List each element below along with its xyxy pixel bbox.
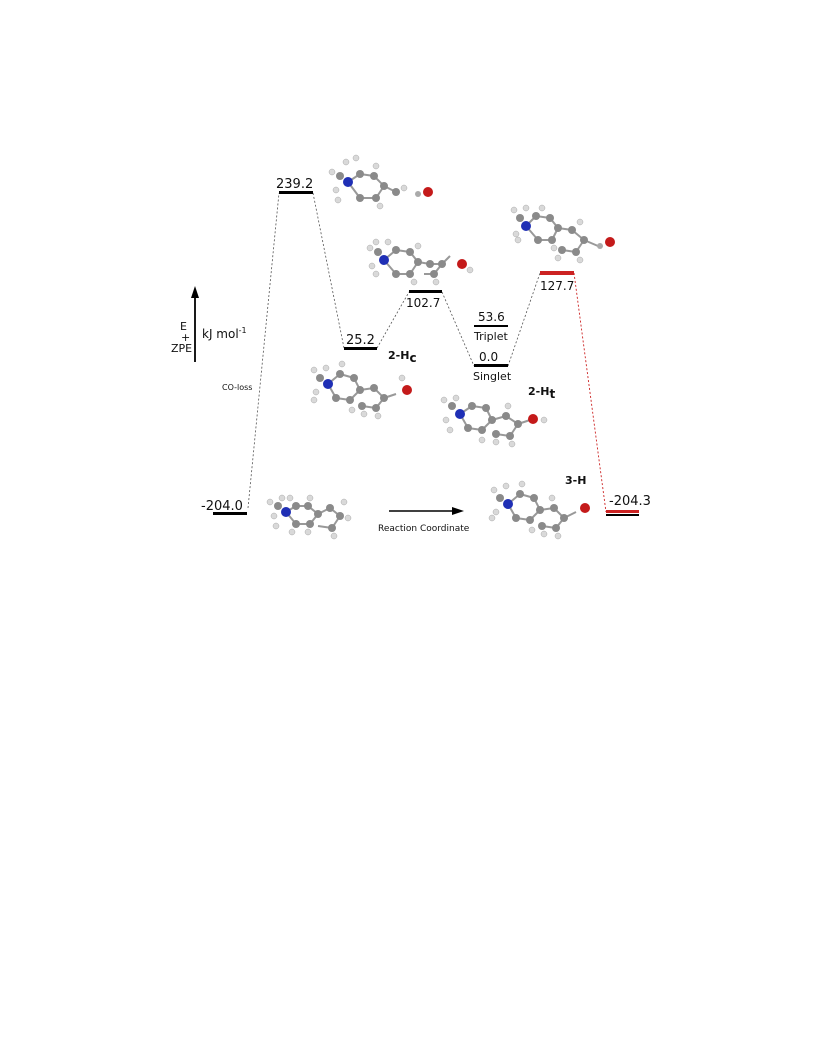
x-axis: Reaction Coordinate [378, 507, 470, 534]
connectors-black [247, 192, 541, 509]
energy-labels: -204.0 239.2 25.2 102.7 53.6 Triplet 0.0… [201, 177, 651, 514]
energy-label-product: -204.3 [609, 494, 651, 509]
level-bar-int-2hc [344, 347, 377, 350]
x-axis-arrowhead [452, 507, 464, 515]
molecule-2ht [440, 394, 548, 448]
oxygen-atom [423, 187, 433, 197]
molecule-ts3 [510, 204, 615, 264]
species-2ht-main: 2-H [528, 385, 549, 398]
y-axis-label-plus: + [181, 331, 190, 344]
energy-label-ts3: 127.7 [540, 279, 574, 293]
energy-label-reactant: -204.0 [201, 499, 243, 514]
energy-label-triplet: 53.6 [478, 310, 505, 324]
level-bar-product-black [606, 514, 639, 516]
co-loss-label: CO-loss [222, 383, 252, 392]
molecule-reactant [266, 494, 352, 540]
level-bar-singlet [474, 364, 508, 367]
x-axis-label: Reaction Coordinate [378, 524, 470, 534]
level-bar-ts1 [279, 191, 313, 194]
level-bar-reactant [213, 512, 247, 515]
y-axis-label-e: E [180, 320, 187, 333]
level-bar-triplet [474, 325, 508, 327]
state-label-singlet: Singlet [473, 370, 512, 383]
level-bar-ts3 [540, 271, 574, 275]
y-axis-arrowhead [191, 286, 199, 298]
energy-label-ts2: 102.7 [406, 296, 440, 310]
species-2ht-sub: t [549, 387, 555, 401]
nitrogen-atom [281, 507, 291, 517]
species-label-3h: 3-H [565, 474, 586, 487]
species-2hc-sub: c [409, 351, 416, 365]
unit-exponent: -1 [239, 326, 247, 335]
connectors-red [573, 272, 607, 513]
energy-label-ts1: 239.2 [276, 177, 313, 192]
molecule-ts1 [328, 154, 433, 210]
species-2hc-main: 2-H [388, 349, 409, 362]
unit-base: kJ mol [202, 327, 239, 341]
species-label-2hc: 2-Hc [388, 349, 417, 365]
energy-levels [213, 191, 639, 516]
energy-label-singlet: 0.0 [479, 350, 498, 364]
molecule-ts2 [366, 238, 474, 286]
energy-label-int-2hc: 25.2 [346, 333, 375, 348]
level-bar-product-red [606, 510, 639, 513]
level-bar-ts2 [409, 290, 442, 293]
species-label-2ht: 2-Ht [528, 385, 555, 401]
molecule-2hc [310, 360, 412, 420]
y-axis: E + ZPE kJ mol-1 [171, 286, 247, 362]
y-axis-unit: kJ mol-1 [202, 326, 247, 341]
y-axis-label-zpe: ZPE [171, 342, 192, 355]
species-labels: 2-Hc 2-Ht 3-H [388, 349, 586, 487]
state-label-triplet: Triplet [473, 330, 508, 343]
molecule-3h [488, 480, 590, 540]
